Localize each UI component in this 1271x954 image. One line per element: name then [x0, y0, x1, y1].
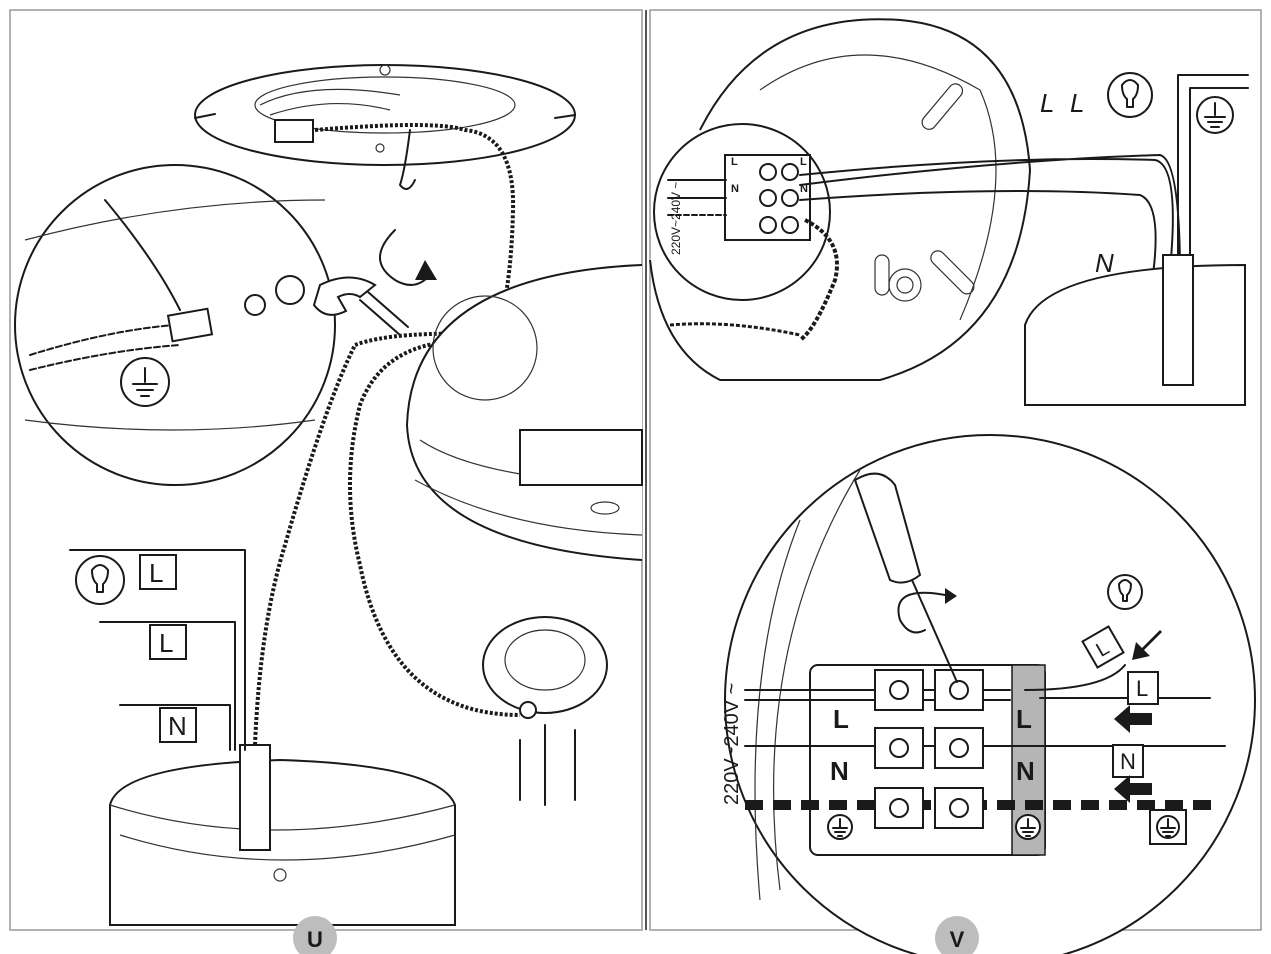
earth-wire-top	[798, 218, 839, 342]
panel-badge-v: V	[935, 916, 979, 954]
lamp-symbol-icon	[75, 555, 125, 605]
terminal-left-L: L	[833, 704, 849, 734]
terminal-left-N: N	[830, 756, 849, 786]
lamp-holder-bracket	[482, 616, 608, 806]
lamp-symbol-detail-icon	[1107, 574, 1143, 610]
screwdriver-icon	[853, 472, 958, 683]
terminal-block	[874, 669, 984, 829]
lamp-bowl-left	[109, 744, 456, 926]
small-terminal-right-L: L	[800, 156, 807, 168]
insert-arrows-icon	[1114, 630, 1162, 803]
earth-detail-circle	[14, 164, 336, 486]
terminal-right-L: L	[1016, 704, 1032, 734]
panel-u: L L N U	[9, 9, 643, 954]
voltage-label-detail: 220V~240V ~	[721, 683, 743, 805]
terminal-detail-circle: L N L N 220V~240V ~	[653, 123, 831, 301]
earth-wire-lower	[348, 339, 521, 717]
wire-label-L2: L	[1070, 88, 1084, 118]
tag-neutral-N: N	[1120, 749, 1136, 774]
panel-badge-u: U	[293, 916, 337, 954]
supply-sleeve-top	[1162, 254, 1194, 386]
lamp-bowl-top	[1024, 263, 1246, 406]
wiring-legend-u: L L N	[69, 549, 246, 751]
small-terminal-left-L: L	[731, 156, 738, 168]
wall-edge	[1177, 74, 1249, 301]
tag-live-L: L	[1136, 676, 1148, 701]
earth-symbol-terminal-icon	[827, 814, 1041, 840]
earth-symbol-supply-icon	[1149, 809, 1187, 845]
wire-label-N: N	[1095, 248, 1114, 278]
terminal-right-N: N	[1016, 756, 1035, 786]
svg-text:V: V	[950, 927, 965, 952]
svg-text:U: U	[307, 927, 323, 952]
voltage-label-top: 220V~240V ~	[669, 182, 683, 255]
small-terminal-left-N: N	[731, 183, 739, 195]
lamp-symbol-top-icon	[1107, 72, 1153, 118]
lamp-shade-right	[405, 264, 643, 561]
ceiling-plate	[194, 64, 576, 190]
supply-cable-wire	[253, 331, 496, 746]
wrench-icon	[312, 276, 409, 336]
supply-cables-top	[799, 154, 1181, 296]
rotate-arrow-detail-icon	[897, 588, 957, 634]
wire-label-L1: L	[1040, 88, 1054, 118]
label-live-L: L	[159, 628, 173, 658]
rotate-arrow-icon	[379, 229, 437, 286]
small-terminal-right-N: N	[800, 183, 808, 195]
terminal-block-detail-circle: 220V~240V ~ L N	[721, 434, 1256, 954]
earth-symbol-top-icon	[1196, 96, 1234, 134]
panel-v: L N L N 220V~240V ~ L L N	[649, 9, 1262, 954]
earth-wire-upper	[314, 123, 516, 341]
label-lamp-L: L	[149, 558, 163, 588]
earth-wire-out	[669, 322, 801, 337]
label-neutral-N: N	[168, 711, 187, 741]
